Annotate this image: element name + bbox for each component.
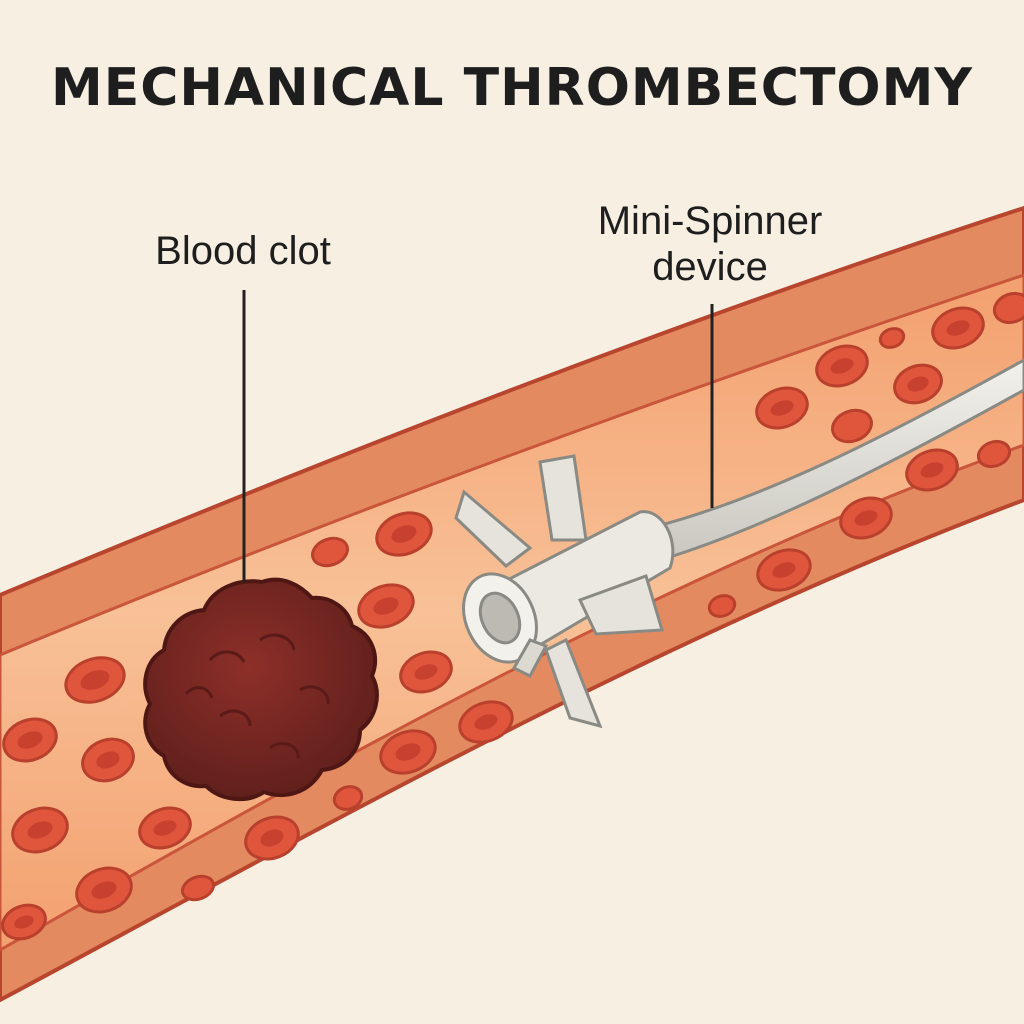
red-blood-cell-icon <box>357 583 415 629</box>
red-blood-cell-icon <box>878 327 906 349</box>
red-blood-cell-icon <box>2 717 58 763</box>
red-blood-cell-icon <box>81 737 135 783</box>
catheter-tube <box>648 358 1024 562</box>
red-blood-cell-icon <box>64 656 126 704</box>
red-blood-cell-icon <box>379 729 437 775</box>
red-blood-cell-icon <box>181 874 215 902</box>
spinner-device-icon <box>454 454 675 729</box>
red-blood-cell-icon <box>458 700 514 744</box>
red-blood-cell-icon <box>244 815 300 861</box>
red-blood-cell-icon <box>839 496 893 540</box>
red-blood-cell-icon <box>332 785 364 811</box>
red-blood-cell-icon <box>931 306 985 350</box>
red-blood-cell-icon <box>976 439 1012 469</box>
device-label-line-2: device <box>652 245 768 289</box>
red-blood-cell-icon <box>11 806 69 854</box>
red-blood-cell-icon <box>138 806 192 850</box>
red-blood-cell-icon <box>1 903 47 941</box>
red-blood-cell-icon <box>375 511 433 557</box>
red-blood-cell-icon <box>399 650 453 694</box>
red-blood-cell-icon <box>707 594 737 618</box>
red-blood-cell-icon <box>905 448 959 492</box>
red-blood-cell-icon <box>75 866 133 914</box>
red-blood-cell-icon <box>893 363 943 405</box>
red-blood-cell-group <box>1 291 1024 941</box>
diagram-title: MECHANICAL THROMBECTOMY <box>50 58 974 118</box>
red-blood-cell-icon <box>831 408 873 444</box>
red-blood-cell-icon <box>311 536 349 568</box>
red-blood-cell-icon <box>815 344 869 388</box>
blood-clot-icon <box>143 577 379 802</box>
device-label-line-1: Mini-Spinner <box>597 199 823 243</box>
red-blood-cell-icon <box>992 291 1024 325</box>
device-label: Mini-Spinner device <box>570 198 850 290</box>
red-blood-cell-icon <box>756 548 812 592</box>
red-blood-cell-icon <box>755 386 809 430</box>
blood-clot-label: Blood clot <box>155 229 331 273</box>
